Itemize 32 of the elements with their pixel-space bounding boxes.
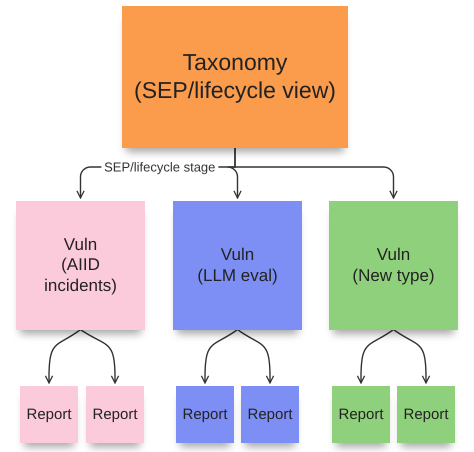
sticky-note: [329, 201, 458, 330]
arrow: [200, 328, 238, 384]
note-text: Vuln: [376, 245, 410, 266]
sticky-note: [86, 386, 144, 443]
sticky-note: [241, 386, 299, 443]
note-text: (New type): [352, 266, 435, 286]
sticky-note: [397, 386, 455, 443]
sticky-note: [122, 6, 348, 148]
arrow: [234, 148, 398, 199]
note-text: (LLM eval): [197, 266, 278, 286]
note-text: Report: [92, 406, 138, 424]
note-text: (AIID incidents): [43, 255, 118, 296]
note-text: Report: [403, 406, 449, 424]
arrow: [80, 328, 120, 384]
note-text: Vuln: [64, 234, 98, 256]
note-text: Report: [247, 406, 293, 424]
note-text: Report: [338, 406, 384, 424]
sticky-note: [16, 201, 145, 330]
arrow: [392, 328, 430, 384]
note-text: Report: [26, 406, 72, 424]
note-text: Taxonomy: [182, 49, 288, 77]
sticky-note: [332, 386, 390, 443]
sticky-note: [176, 386, 234, 443]
arrow: [236, 328, 274, 384]
sticky-note: [173, 201, 302, 330]
arrow: [356, 328, 394, 384]
edge-label: SEP/lifecycle stage: [101, 160, 218, 174]
note-text: (SEP/lifecycle view): [134, 77, 336, 105]
sticky-note: [20, 386, 78, 443]
note-text: Report: [182, 406, 228, 424]
note-text: Vuln: [220, 245, 254, 266]
arrow: [44, 328, 82, 384]
